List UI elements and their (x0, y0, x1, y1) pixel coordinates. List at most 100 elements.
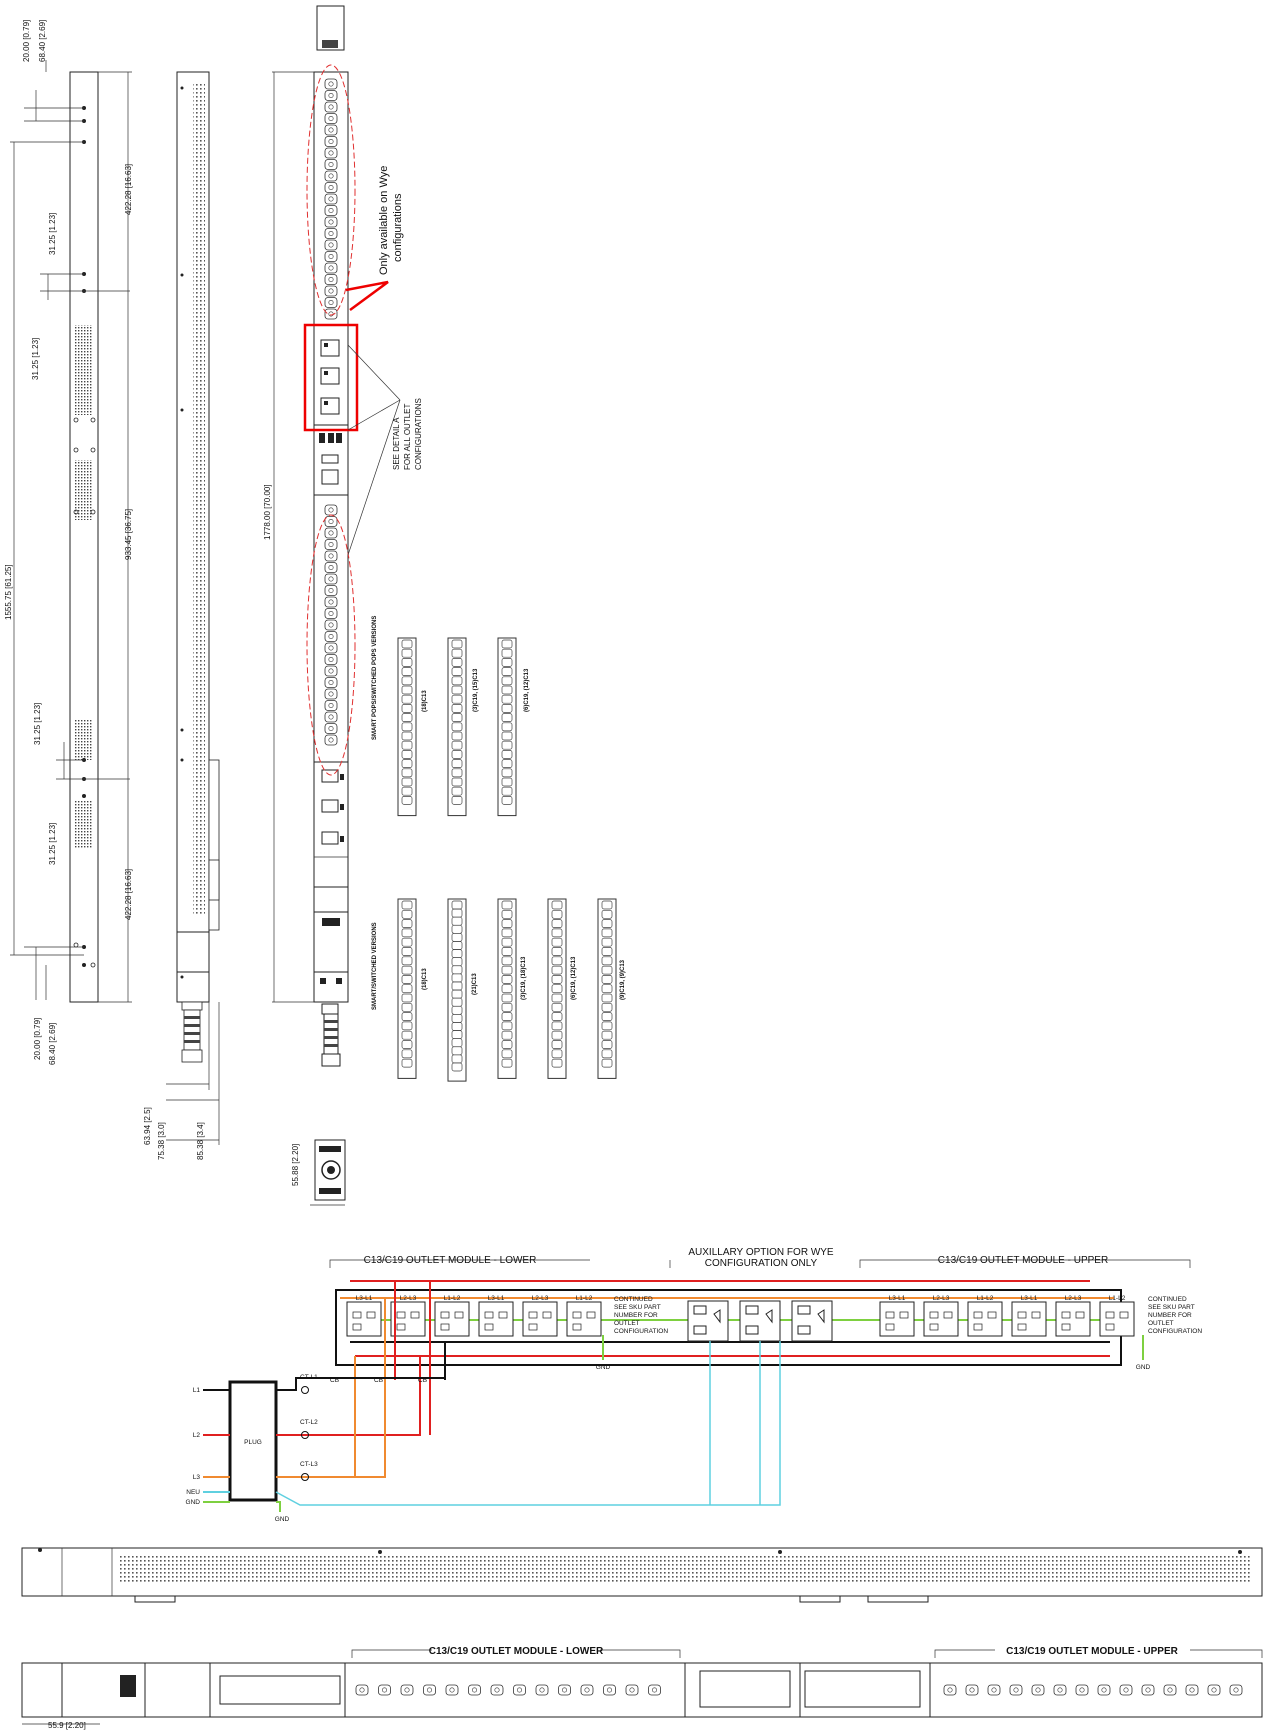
outlet-c13 (324, 170, 338, 182)
left-dimensions (10, 60, 132, 1003)
depth-dimensions: 63.94 [2.5] 75.38 [3.0] 85.38 [3.4] (143, 1002, 220, 1160)
lower-pair-4: L3-L1 (488, 1295, 505, 1302)
outlet-c13 (324, 159, 338, 170)
outlet-c13 (324, 101, 338, 113)
outlet-c13 (324, 619, 338, 631)
outlet-c13 (451, 1038, 463, 1048)
outlet-c13 (1031, 1684, 1045, 1696)
outlet-c13 (324, 262, 338, 274)
smart-switched-item-5: (9)C19, (9)C13 (620, 959, 626, 1000)
outlet-c13 (401, 1049, 413, 1059)
lower-pair-2: L2-L3 (400, 1295, 417, 1302)
outlet-c13 (1053, 1684, 1067, 1696)
outlet-c13 (324, 504, 338, 516)
outlet-c13 (451, 639, 463, 649)
outlet-c13 (601, 984, 613, 994)
outlet-c13 (324, 723, 338, 734)
upper-continued-2: SEE SKU PART (1148, 1304, 1195, 1311)
input-l3: L3 (193, 1474, 201, 1481)
smart-pops-versions (397, 637, 517, 817)
outlet-c13 (451, 981, 463, 991)
outlet-c13 (501, 937, 513, 947)
outlet-c13 (324, 562, 338, 573)
outlet-c13 (501, 694, 513, 704)
outlet-c13 (451, 916, 463, 926)
cb-label-3: CB (418, 1377, 427, 1384)
outlet-c13 (324, 642, 338, 654)
outlet-c13 (401, 731, 413, 741)
dim-width-55-88: 55.88 [2.20] (291, 1144, 300, 1186)
lower-pair-3: L1-L2 (444, 1295, 461, 1302)
outlet-c13 (324, 147, 338, 159)
outlet-c13 (501, 777, 513, 787)
outlet-c13 (401, 786, 413, 796)
outlet-c13 (451, 768, 463, 778)
outlet-c13 (551, 956, 563, 966)
outlet-c13 (324, 631, 338, 642)
outlet-c13 (451, 685, 463, 695)
outlet-c13 (324, 688, 338, 700)
lower-pair-5: L2-L3 (532, 1295, 549, 1302)
aux-outlets (687, 1300, 833, 1342)
lower-pair-1: L3-L1 (356, 1295, 373, 1302)
outlet-c13 (601, 965, 613, 975)
lower-continued-note: CONTINUED SEE SKU PART NUMBER FOR OUTLET… (614, 1296, 668, 1335)
outlet-c13 (451, 694, 463, 704)
outlet-c13 (451, 1005, 463, 1015)
lower-continued-4: OUTLET (614, 1320, 640, 1327)
outlet-c13 (551, 937, 563, 947)
upper-pair-5: L2-L3 (1065, 1295, 1082, 1302)
outlet-c13 (501, 704, 513, 713)
outlet-c13 (601, 947, 613, 956)
outlet-c13 (1119, 1684, 1133, 1696)
outlet-c13 (401, 639, 413, 649)
outlet-c13 (501, 1030, 513, 1040)
wiring-diagram: C13/C19 OUTLET MODULE - LOWER AUXILLARY … (186, 1247, 1203, 1523)
outlet-c13 (501, 928, 513, 938)
outlet-c13 (551, 909, 563, 919)
ct-l3-label: CT-L3 (300, 1461, 318, 1468)
input-l1: L1 (193, 1387, 201, 1394)
outlet-c13 (451, 908, 463, 918)
outlet-c13 (451, 1046, 463, 1056)
outlet-c13 (501, 984, 513, 994)
outlet-c13 (355, 1684, 369, 1696)
outlet-c13 (401, 993, 413, 1003)
dim-upper-422: 422.28 [16.63] (124, 164, 133, 215)
outlet-c13 (401, 984, 413, 994)
outlet-c13 (625, 1684, 639, 1696)
outlet-c13 (451, 658, 463, 667)
lower-outlet-stack (324, 504, 338, 746)
outlet-c13 (401, 676, 413, 686)
outlet-c13 (324, 550, 338, 562)
outlet-c13 (943, 1684, 957, 1696)
cb-label-1: CB (330, 1377, 339, 1384)
smart-switched-item-2: (21)C13 (472, 973, 478, 995)
outlet-c13 (551, 984, 563, 994)
outlet-c13 (558, 1684, 571, 1696)
outlet-c13 (601, 1030, 613, 1040)
dim-bottom-68: 68.40 [2.69] (48, 1023, 57, 1065)
bottom-upper-module-title: C13/C19 OUTLET MODULE - UPPER (1006, 1646, 1178, 1657)
outlet-c13 (501, 740, 513, 750)
left-dimension-labels: 20.00 [0.79] 68.40 [2.69] 31.25 [1.23] 3… (4, 20, 133, 1065)
outlet-c13 (451, 1054, 463, 1064)
outlet-c13 (490, 1684, 504, 1696)
outlet-c13 (451, 750, 463, 759)
outlet-c13 (501, 722, 513, 732)
outlet-c13 (501, 796, 513, 805)
outlet-c13 (324, 216, 338, 228)
outlet-c13 (551, 1049, 563, 1059)
outlet-c13 (551, 900, 563, 910)
cb-label-2: CB (374, 1377, 383, 1384)
outlet-c13 (601, 1012, 613, 1021)
outlet-c13 (601, 1021, 613, 1031)
outlet-c13 (601, 1002, 613, 1012)
smart-switched-item-3: (3)C19, (18)C13 (521, 956, 527, 1000)
outlet-c13 (324, 274, 338, 285)
outlet-c13 (401, 937, 413, 947)
wiring-aux-title-2: CONFIGURATION ONLY (705, 1258, 818, 1269)
outlet-c13 (501, 947, 513, 956)
end-view: 55.88 [2.20] (291, 1139, 346, 1206)
outlet-c13 (451, 704, 463, 713)
